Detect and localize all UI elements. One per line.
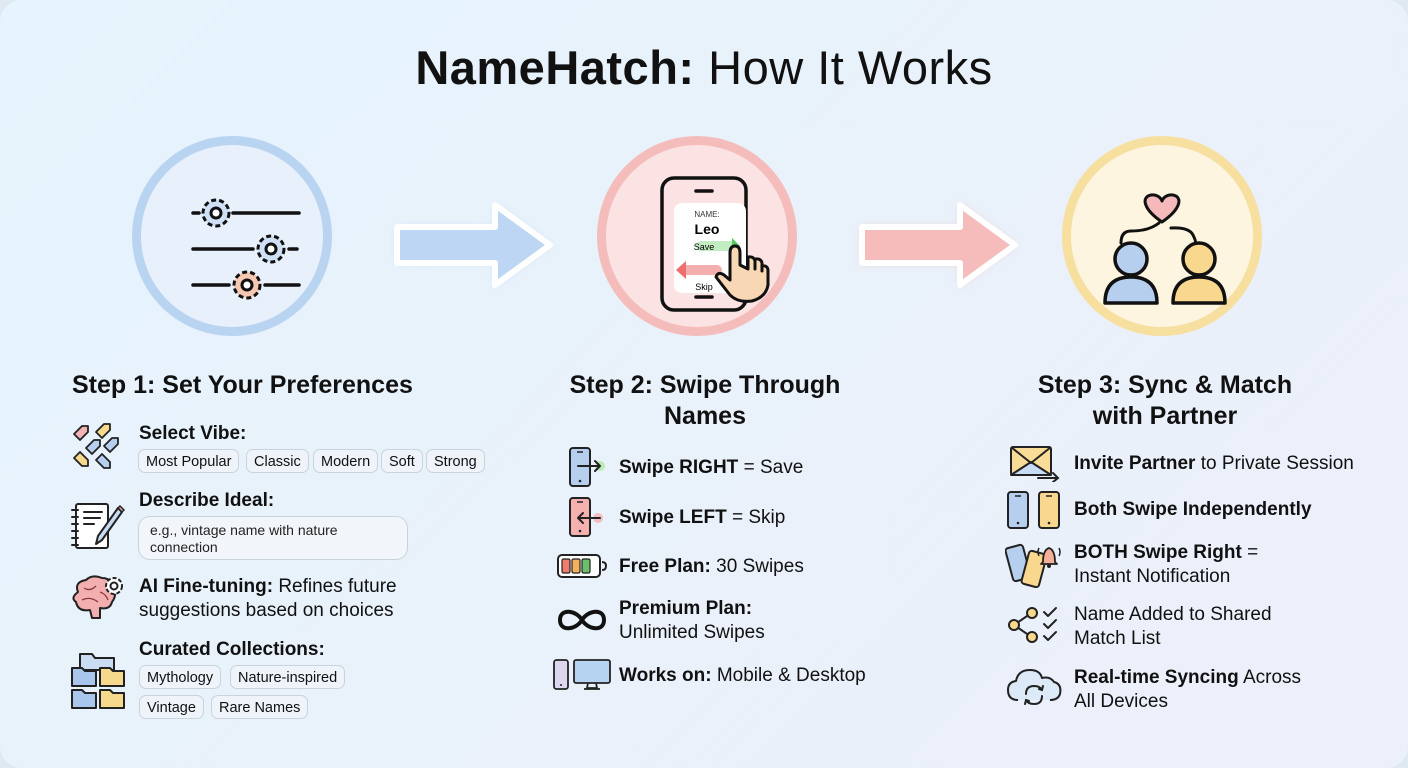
step1-title: Step 1: Set Your Preferences xyxy=(72,371,413,399)
realtime-sync-text: Real-time Syncing Across All Devices xyxy=(1074,667,1302,712)
both-swipe-right-text: BOTH Swipe Right = Instant Notification xyxy=(1074,542,1259,587)
both-swipe-text: Both Swipe Independently xyxy=(1074,499,1312,520)
collection-chip-rare-names[interactable]: Rare Names xyxy=(211,695,309,719)
invite-partner-text: Invite Partner to Private Session xyxy=(1074,453,1354,474)
title-subtitle: How It Works xyxy=(708,41,993,94)
brain-gear-icon xyxy=(72,575,123,619)
shared-match-list-text: Name Added to Shared Match List xyxy=(1074,604,1272,649)
couple-heart-icon xyxy=(1103,193,1227,305)
phone-swipe-icon: NAME: Leo Save Skip xyxy=(660,176,770,312)
step3-title: Step 3: Sync & Match with Partner xyxy=(1037,371,1293,430)
swipe-left-text: Swipe LEFT = Skip xyxy=(619,507,786,528)
share-checklist-icon xyxy=(1008,607,1057,643)
vibe-chip-soft[interactable]: Soft xyxy=(381,449,423,473)
svg-text:Skip: Skip xyxy=(695,282,713,292)
notebook-pencil-icon xyxy=(71,503,126,549)
folders-icon xyxy=(71,653,125,709)
devices-icon xyxy=(553,659,611,690)
svg-text:Save: Save xyxy=(694,242,715,252)
premium-plan-text: Premium Plan: Unlimited Swipes xyxy=(619,598,765,643)
envelope-send-icon xyxy=(1010,446,1060,482)
arrow-right-icon xyxy=(394,202,553,288)
two-phones-icon xyxy=(1007,491,1060,529)
vibe-chip-classic[interactable]: Classic xyxy=(246,449,309,473)
describe-ideal-label: Describe Ideal: xyxy=(139,490,275,511)
step2-title: Step 2: Swipe Through Names xyxy=(569,371,841,430)
curated-collections-label: Curated Collections: xyxy=(139,639,325,660)
phone-swipe-left-icon xyxy=(569,497,603,537)
vibe-chip-strong[interactable]: Strong xyxy=(426,449,485,473)
collection-chip-mythology[interactable]: Mythology xyxy=(139,665,222,689)
free-plan-text: Free Plan: 30 Swipes xyxy=(619,556,804,577)
title-brand: NameHatch: xyxy=(415,41,695,94)
ai-finetuning-text: AI Fine-tuning: Refines future suggestio… xyxy=(139,576,397,621)
describe-ideal-input[interactable]: e.g., vintage name with nature connectio… xyxy=(138,516,408,560)
collection-chip-vintage[interactable]: Vintage xyxy=(139,695,204,719)
svg-text:NAME:: NAME: xyxy=(694,210,719,219)
arrow-right-icon xyxy=(859,202,1018,288)
works-on-text: Works on: Mobile & Desktop xyxy=(619,665,866,686)
collection-chip-nature-inspired[interactable]: Nature-inspired xyxy=(230,665,346,689)
step2-circle: NAME: Leo Save Skip xyxy=(597,136,797,336)
step3-circle xyxy=(1062,136,1262,336)
select-vibe-label: Select Vibe: xyxy=(139,423,247,444)
svg-text:Leo: Leo xyxy=(695,221,720,237)
phones-bell-icon xyxy=(1005,543,1061,588)
page-title: NameHatch: How It Works xyxy=(0,40,1408,95)
cloud-sync-icon xyxy=(1007,669,1062,706)
battery-icon xyxy=(557,554,608,578)
phone-swipe-right-icon xyxy=(569,447,605,487)
tags-icon xyxy=(73,423,119,469)
infinity-icon xyxy=(557,609,607,631)
step1-circle xyxy=(132,136,332,336)
vibe-chip-modern[interactable]: Modern xyxy=(313,449,379,473)
swipe-right-text: Swipe RIGHT = Save xyxy=(619,457,804,478)
vibe-chip-most-popular[interactable]: Most Popular xyxy=(138,449,240,473)
sliders-gears-icon xyxy=(191,198,301,300)
